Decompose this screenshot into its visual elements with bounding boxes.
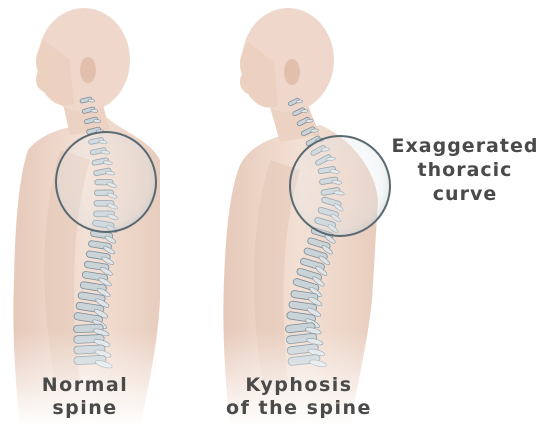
normal-spine-label-line2: spine [10, 397, 160, 420]
kyphosis-ear [284, 59, 300, 85]
normal-spine-label: Normal spine [10, 374, 160, 420]
kyphosis-label: Kyphosis of the spine [214, 374, 384, 420]
annotation-line3: curve [386, 183, 544, 207]
normal-spine-magnifier [56, 132, 156, 232]
annotation-line2: thoracic [386, 159, 544, 183]
kyphosis-label-line1: Kyphosis [214, 374, 384, 397]
exaggerated-curve-annotation: Exaggerated thoracic curve [386, 135, 544, 206]
kyphosis-spine-magnifier [290, 136, 390, 236]
kyphosis-label-line2: of the spine [214, 397, 384, 420]
normal-ear [80, 57, 96, 83]
normal-spine-label-line1: Normal [10, 374, 160, 397]
annotation-line1: Exaggerated [386, 135, 544, 159]
